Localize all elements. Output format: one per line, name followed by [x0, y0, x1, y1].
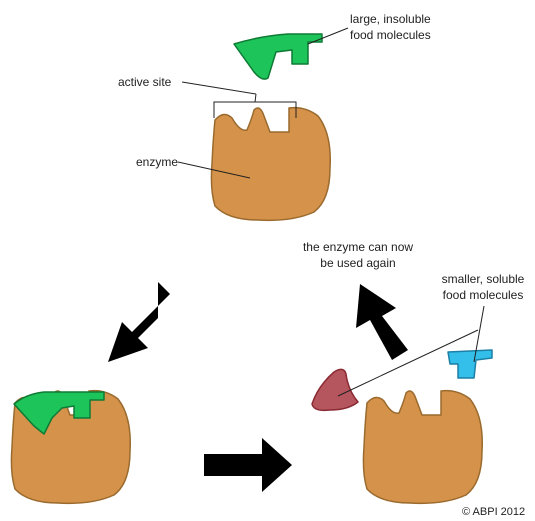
small-food-leader-blue — [473, 305, 485, 363]
arrow-enzyme-reused — [356, 284, 408, 360]
large-food-molecule-bound — [13, 391, 105, 435]
large-food-molecule-top — [233, 33, 323, 80]
enzyme-released — [362, 389, 483, 505]
label-active-site: active site — [118, 75, 172, 89]
active-site-leader-stub — [254, 93, 257, 103]
copyright-notice: © ABPI 2012 — [462, 506, 526, 518]
active-site-leader-line — [181, 81, 257, 95]
label-reuse-2: be used again — [320, 256, 396, 270]
label-enzyme: enzyme — [136, 155, 179, 169]
label-large-food-1: large, insoluble — [350, 12, 431, 26]
small-food-leader-red — [337, 329, 479, 397]
label-large-food-2: food molecules — [350, 28, 431, 42]
enzyme-top — [210, 106, 331, 222]
label-small-food-2: food molecules — [442, 288, 524, 302]
label-small-food-1: smaller, soluble — [441, 272, 525, 286]
small-food-molecule-blue — [447, 349, 493, 379]
enzyme-leader-line — [177, 161, 251, 179]
label-reuse-1: the enzyme can now — [302, 240, 414, 254]
arrow-to-products — [204, 438, 292, 492]
arrow-to-bound — [108, 282, 170, 362]
small-food-molecule-red — [311, 368, 359, 412]
large-food-leader-line — [307, 27, 349, 45]
